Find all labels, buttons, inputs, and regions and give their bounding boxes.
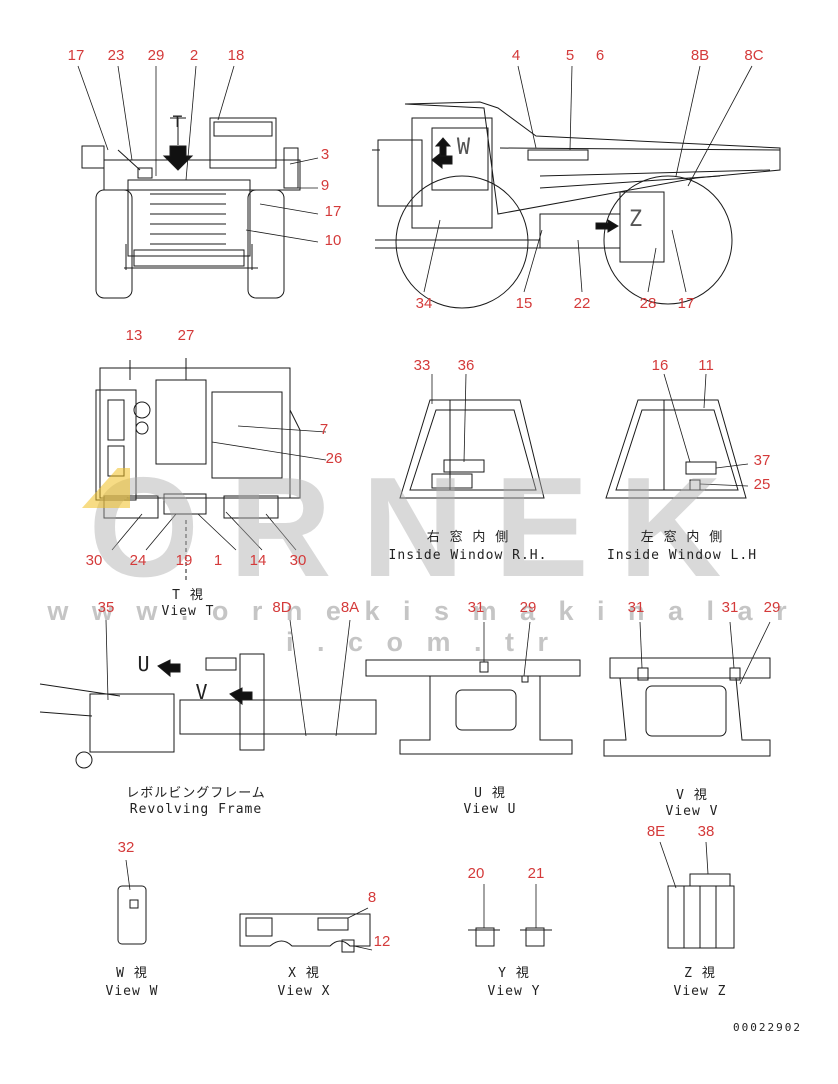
callout-3: 3	[320, 146, 330, 163]
callout-8D: 8D	[272, 599, 292, 616]
callout-19: 19	[175, 552, 193, 569]
caption-frame-en: Revolving Frame	[129, 802, 263, 817]
callout-34: 34	[415, 295, 433, 312]
revolving-frame-drawing	[39, 653, 377, 769]
view-x-drawing	[239, 913, 371, 953]
callout-27: 27	[177, 327, 195, 344]
callout-10: 10	[324, 232, 342, 249]
callout-33: 33	[413, 357, 431, 374]
callout-9: 9	[320, 177, 330, 194]
caption-view-w-en: View W	[105, 984, 159, 999]
caption-view-t-en: View T	[161, 604, 215, 619]
callout-6: 6	[595, 47, 605, 64]
callout-31-v-right: 31	[721, 599, 739, 616]
caption-frame-jp: レボルビングフレーム	[126, 786, 266, 801]
callout-1: 1	[213, 552, 223, 569]
caption-view-w-jp: W 視	[116, 966, 148, 981]
callout-26: 26	[325, 450, 343, 467]
view-y-drawing	[468, 927, 552, 947]
callout-21: 21	[527, 865, 545, 882]
callout-35: 35	[97, 599, 115, 616]
callout-28: 28	[639, 295, 657, 312]
caption-window-lh-jp: 左 窓 内 側	[640, 530, 724, 545]
caption-view-t-jp: T 視	[172, 588, 204, 603]
callout-29-v: 29	[763, 599, 781, 616]
callout-11: 11	[698, 357, 714, 374]
caption-view-x-en: View X	[277, 984, 331, 999]
callout-31-u: 31	[467, 599, 485, 616]
callout-15: 15	[515, 295, 533, 312]
caption-view-z-en: View Z	[673, 984, 727, 999]
callout-31-v-left: 31	[627, 599, 645, 616]
truck-side-view	[372, 101, 781, 309]
callout-2: 2	[189, 47, 199, 64]
caption-view-v-en: View V	[665, 804, 719, 819]
view-u-drawing	[365, 659, 581, 755]
callout-7: 7	[319, 421, 329, 438]
view-letter-t: T	[172, 112, 184, 131]
caption-view-x-jp: X 視	[288, 966, 320, 981]
callout-16: 16	[651, 357, 669, 374]
callout-14: 14	[249, 552, 267, 569]
svg-text:ORNEK: ORNEK	[89, 468, 752, 588]
callout-32: 32	[117, 839, 135, 856]
callout-8: 8	[367, 889, 377, 906]
callout-8C: 8C	[744, 47, 764, 64]
caption-window-rh-en: Inside Window R.H.	[388, 548, 548, 563]
callout-5: 5	[565, 47, 575, 64]
view-v-drawing	[603, 657, 771, 757]
view-w-drawing	[117, 885, 147, 945]
callout-18: 18	[227, 47, 245, 64]
view-t-drawing	[95, 358, 301, 582]
callout-8B: 8B	[690, 47, 710, 64]
caption-view-v-jp: V 視	[676, 788, 708, 803]
leader-lines	[77, 65, 771, 951]
view-letter-v: V	[195, 680, 209, 704]
caption-window-lh-en: Inside Window L.H	[606, 548, 758, 563]
callout-24: 24	[129, 552, 147, 569]
callout-20: 20	[467, 865, 485, 882]
callout-23: 23	[107, 47, 125, 64]
callout-37: 37	[753, 452, 771, 469]
callout-29-u: 29	[519, 599, 537, 616]
caption-window-rh-jp: 右 窓 内 側	[426, 530, 510, 545]
caption-view-y-jp: Y 視	[498, 966, 530, 981]
truck-front-view	[81, 117, 301, 299]
callout-8E: 8E	[646, 823, 666, 840]
watermark-url: w w w . o r n e k i s m a k i n a l a r …	[47, 596, 795, 657]
caption-view-z-jp: Z 視	[684, 966, 716, 981]
document-number: 00022902	[733, 1021, 802, 1034]
callout-30-left: 30	[85, 552, 103, 569]
callout-17-front-right: 17	[324, 203, 342, 220]
view-letter-w: W	[456, 135, 472, 160]
view-z-drawing	[667, 873, 735, 949]
callout-38: 38	[697, 823, 715, 840]
view-letter-z: Z	[628, 207, 644, 232]
callout-13: 13	[125, 327, 143, 344]
callout-36: 36	[457, 357, 475, 374]
callout-29-front: 29	[147, 47, 165, 64]
caption-view-u-en: View U	[463, 802, 517, 817]
watermark-logo: ORNEK	[82, 468, 752, 588]
caption-view-u-jp: U 視	[474, 786, 506, 801]
callout-22: 22	[573, 295, 591, 312]
callout-17-front: 17	[67, 47, 85, 64]
callout-12: 12	[373, 933, 391, 950]
callout-17-side: 17	[677, 295, 695, 312]
window-rh-drawing	[399, 399, 545, 499]
caption-view-y-en: View Y	[487, 984, 541, 999]
callout-25: 25	[753, 476, 771, 493]
callout-8A: 8A	[340, 599, 360, 616]
callout-30-right: 30	[289, 552, 307, 569]
callout-4: 4	[511, 47, 521, 64]
view-letter-u: U	[137, 652, 151, 676]
